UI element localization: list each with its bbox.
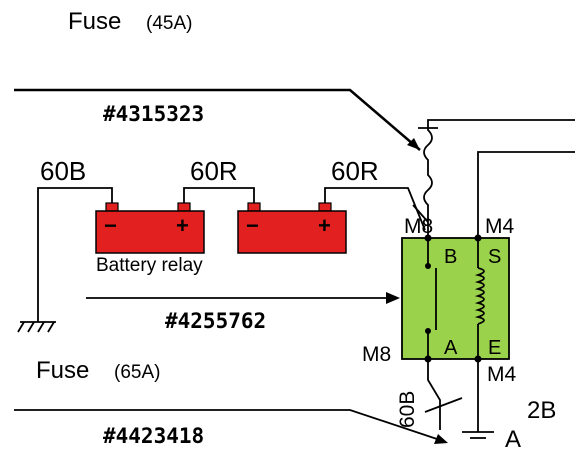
fuse-65a-symbol [424, 397, 463, 413]
ground-hatch-2 [27, 321, 35, 333]
battery1-neg-post [105, 202, 119, 212]
arrow-middle [386, 292, 400, 304]
fuse-45a-rating: (45A) [146, 13, 192, 34]
part-number-bottom: #4423418 [103, 424, 204, 448]
terminal-b: B [444, 246, 457, 268]
ground-label-a: A [505, 426, 521, 453]
battery2-pos-post [318, 202, 332, 212]
battery-2 [237, 210, 347, 254]
wire-bottom-feed [14, 409, 441, 441]
wire-60r-right [324, 187, 426, 231]
battery1-negative: − [104, 213, 117, 238]
terminal-dot-m4-top [474, 234, 482, 242]
fuse-45a-label: Fuse [68, 8, 121, 35]
terminal-a: A [444, 337, 458, 359]
battery2-negative: − [246, 213, 259, 238]
fuse-45a-symbol [423, 119, 575, 238]
battery-relay-label: Battery relay [96, 255, 203, 276]
battery1-pos-post [177, 202, 191, 212]
wire-60b-bottom [427, 359, 441, 430]
cable-60r-middle: 60R [190, 156, 238, 186]
cable-60b-bottom: 60B [396, 391, 419, 428]
ground-hatch-3 [37, 321, 45, 333]
wire-m4-top [477, 151, 575, 238]
battery-1 [95, 210, 205, 254]
cable-2b: 2B [527, 397, 556, 424]
battery1-positive: + [176, 213, 189, 238]
fuse-65a-label: Fuse [36, 357, 89, 384]
stud-m8-bottom: M8 [362, 343, 391, 366]
terminal-dot-m8-top [424, 234, 432, 242]
wire-top-feed [14, 88, 421, 151]
part-number-middle: #4255762 [165, 309, 266, 333]
cable-60r-right: 60R [331, 156, 379, 186]
terminal-s: S [488, 246, 501, 268]
relay-coil [474, 267, 485, 325]
arrow-bottom-feed [434, 434, 448, 444]
fuse-65a-rating: (65A) [114, 362, 160, 383]
part-number-top: #4315323 [103, 102, 204, 126]
ground-hatch-4 [47, 321, 55, 333]
cable-60b-left: 60B [40, 156, 86, 186]
stud-m4-bottom: M4 [487, 363, 516, 386]
stud-m4-top: M4 [485, 215, 514, 238]
relay-contact-node-top [425, 263, 431, 269]
battery2-neg-post [247, 202, 261, 212]
ground-hatch-1 [17, 321, 25, 333]
wire-60b-left [37, 187, 113, 322]
arrow-top-feed [407, 138, 420, 150]
wire-60r-middle [183, 187, 255, 208]
battery-relay-box [401, 237, 510, 360]
terminal-e: E [488, 337, 501, 359]
stud-m8-top: M8 [404, 215, 433, 238]
battery2-positive: + [318, 213, 331, 238]
